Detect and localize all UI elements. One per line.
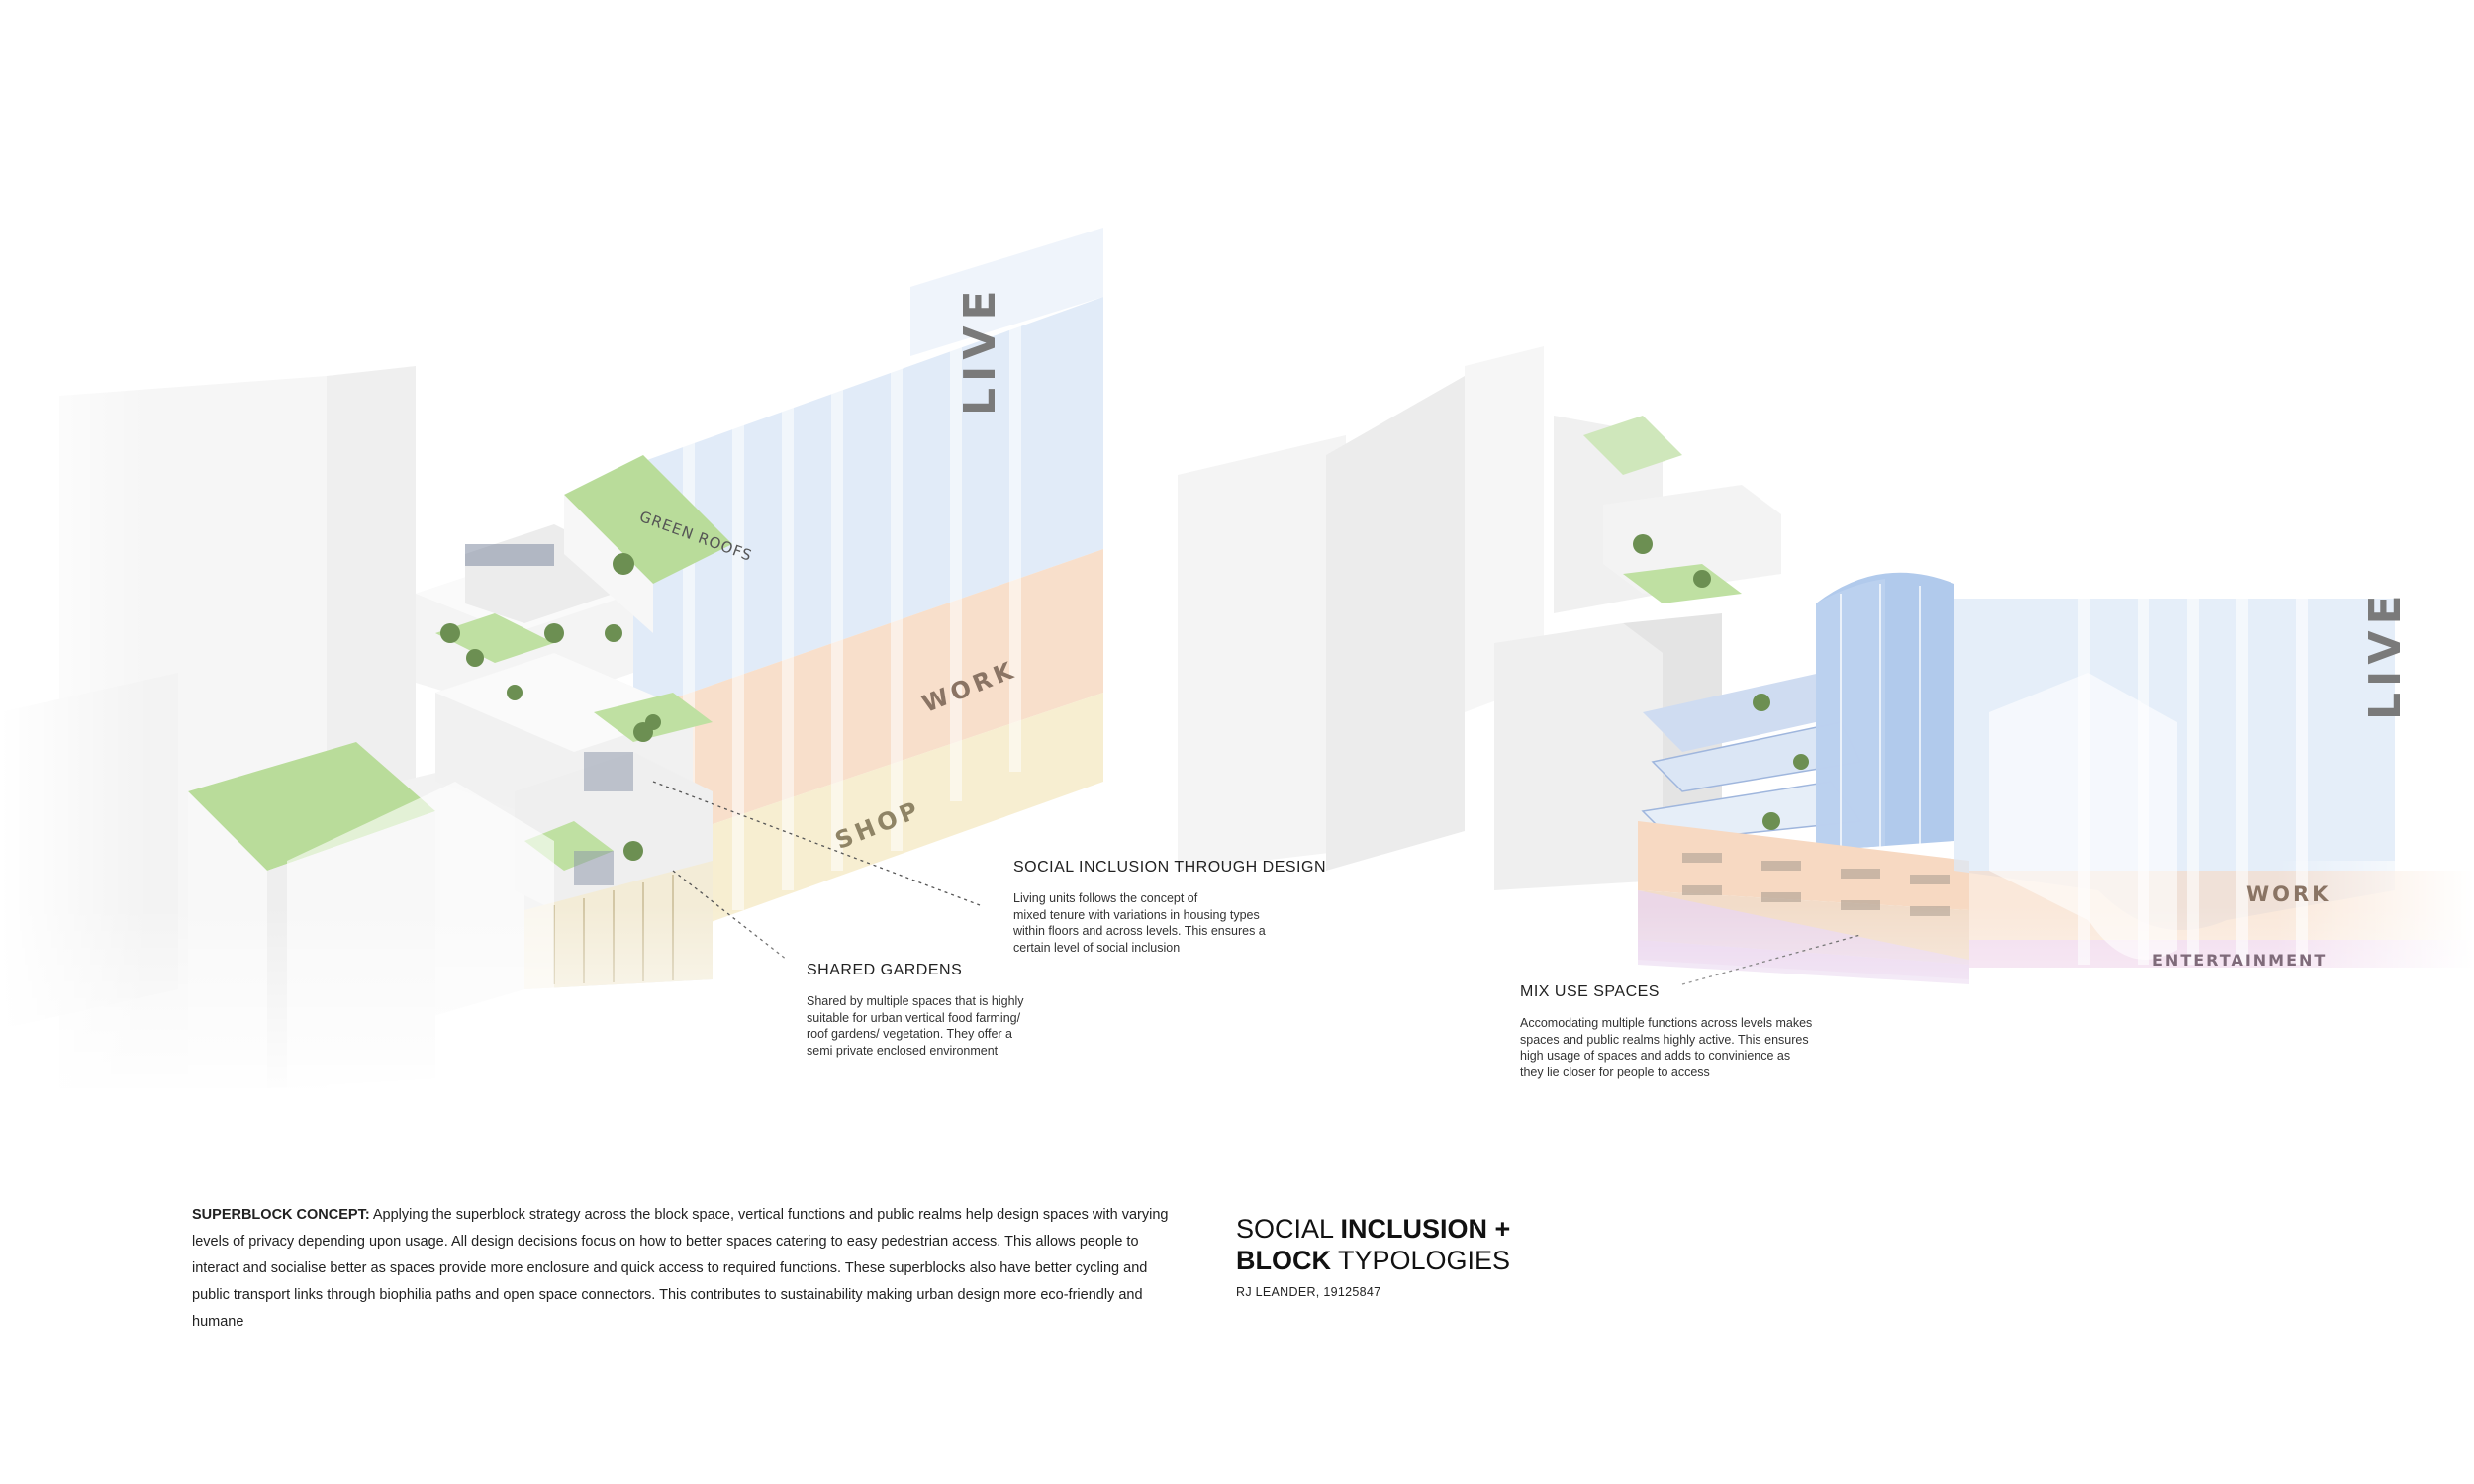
annotation-title: SOCIAL INCLUSION THROUGH DESIGN [1013, 859, 1326, 876]
concept-heading: SUPERBLOCK CONCEPT: [192, 1206, 370, 1223]
annotation-title: MIX USE SPACES [1520, 983, 1660, 1000]
annotation-shared-gardens: SHARED GARDENS Shared by multiple spaces… [807, 962, 1024, 1059]
annotation-social-inclusion: SOCIAL INCLUSION THROUGH DESIGN Living u… [1013, 859, 1326, 956]
title-block: SOCIAL INCLUSION + BLOCK TYPOLOGIES RJ L… [1236, 1213, 1510, 1299]
tag-live-left: LIVE [955, 284, 1005, 416]
tag-live-right: LIVE [2360, 589, 2411, 720]
title-light-2: TYPOLOGIES [1331, 1246, 1511, 1275]
author-credit: RJ LEANDER, 19125847 [1236, 1285, 1381, 1299]
annotation-body: Living units follows the concept of mixe… [1013, 891, 1266, 955]
title-light-1: SOCIAL [1236, 1214, 1341, 1244]
title-bold-1: INCLUSION + [1340, 1214, 1511, 1244]
annotation-body: Shared by multiple spaces that is highly… [807, 994, 1024, 1058]
left-superblock-model [0, 228, 1188, 1108]
annotation-mix-use: MIX USE SPACES Accomodating multiple fun… [1520, 983, 1812, 1080]
tag-entertainment: ENTERTAINMENT [2152, 951, 2328, 970]
title-bold-2: BLOCK [1236, 1246, 1331, 1275]
superblock-concept-text: SUPERBLOCK CONCEPT: Applying the superbl… [192, 1202, 1182, 1336]
title-line-1: SOCIAL INCLUSION + [1236, 1213, 1510, 1245]
annotation-body: Accomodating multiple functions across l… [1520, 1016, 1813, 1079]
concept-body: Applying the superblock strategy across … [192, 1206, 1169, 1330]
right-superblock-model [1168, 297, 2474, 1108]
tag-work-right: WORK [2246, 882, 2331, 906]
annotation-title: SHARED GARDENS [807, 962, 963, 978]
title-line-2: BLOCK TYPOLOGIES [1236, 1245, 1510, 1276]
